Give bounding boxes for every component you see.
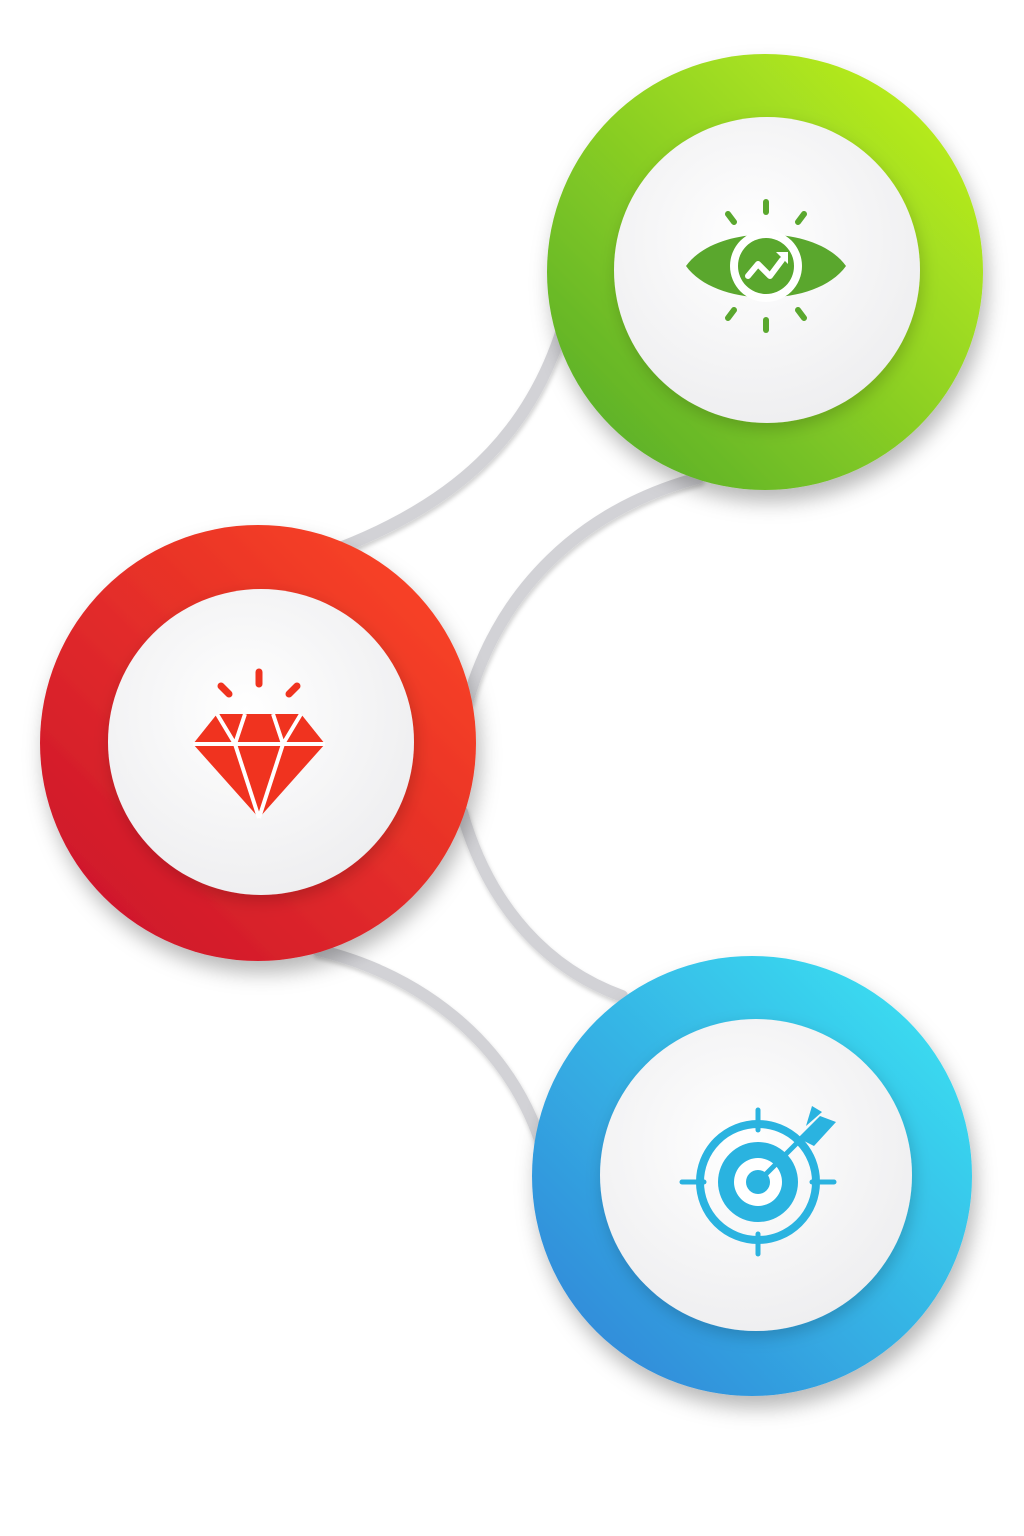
target-arrow-icon — [679, 1106, 837, 1257]
connector-quality-target-lower — [312, 944, 546, 1146]
connector-quality-target-upper — [456, 806, 628, 1002]
node-vision — [547, 54, 983, 490]
connectors — [312, 314, 704, 1146]
node-quality — [40, 525, 476, 961]
eye-growth-icon — [686, 199, 846, 333]
node-target — [532, 956, 972, 1396]
connector-quality-vision-lower — [462, 472, 704, 706]
diamond-icon — [193, 668, 325, 819]
connector-quality-vision-upper — [334, 314, 571, 554]
